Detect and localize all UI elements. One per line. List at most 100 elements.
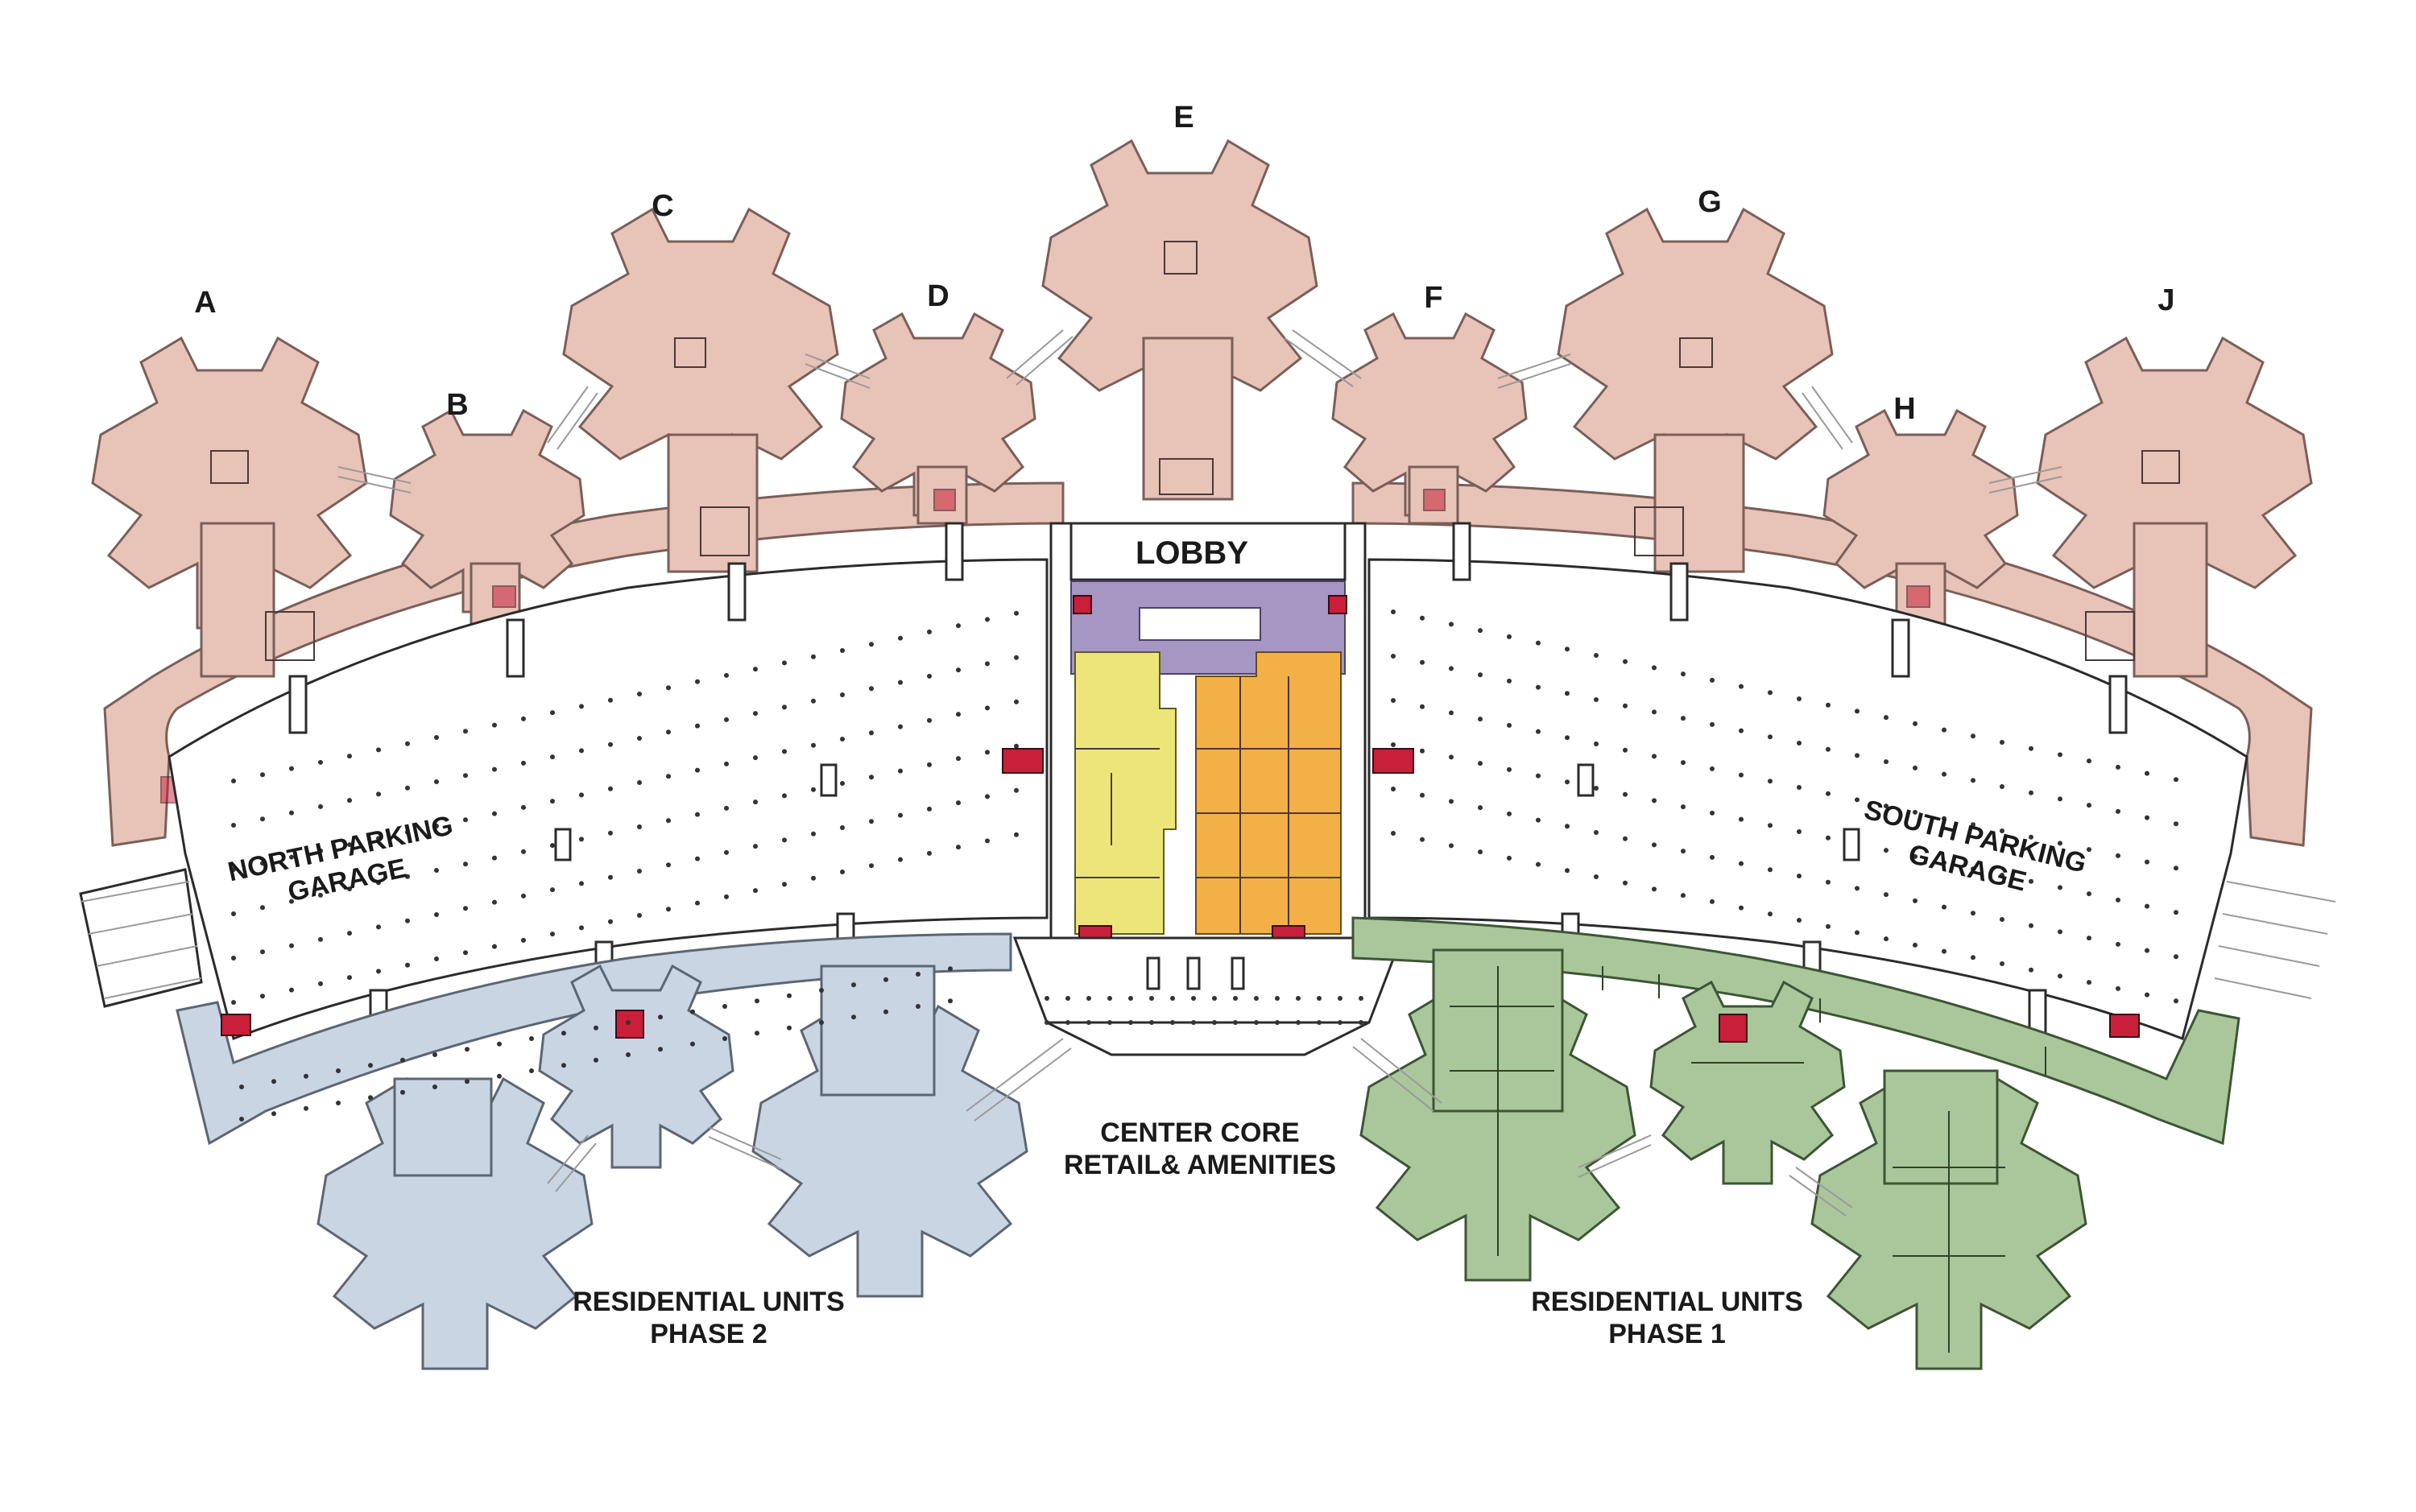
column-dot [1045, 1020, 1049, 1025]
column-dot [231, 779, 236, 783]
column-dot [1855, 708, 1860, 714]
column-dot [2174, 777, 2178, 783]
column-dot [1797, 785, 1802, 790]
column-dot [1449, 666, 1454, 671]
wing-f [1331, 312, 1528, 525]
column-dot [637, 869, 642, 874]
phase2-label-line2: PHASE 2 [650, 1319, 767, 1349]
column-dot [2058, 929, 2062, 935]
column-dot [898, 812, 903, 818]
column-dot [434, 956, 439, 961]
column-dot [811, 875, 816, 881]
column-dot [724, 805, 729, 811]
column-dot [400, 1089, 405, 1095]
column-dot [1086, 996, 1091, 1001]
column-dot [1275, 1020, 1280, 1025]
column-dot [956, 800, 961, 806]
column-dot [2087, 847, 2091, 853]
column-dot [956, 667, 961, 673]
column-dot [1045, 996, 1049, 1001]
column-dot [1086, 1020, 1091, 1025]
column-dot [2029, 967, 2033, 973]
column-dot [782, 837, 787, 843]
south-garage-columns [1391, 609, 2178, 1004]
column-dot [1391, 654, 1396, 659]
column-dot [1565, 735, 1570, 741]
column-dot [1971, 866, 1975, 872]
column-dot [432, 1084, 437, 1089]
column-dot [1971, 778, 1975, 783]
column-dot [1826, 923, 1831, 929]
column-dot [753, 799, 758, 805]
column-dot [869, 819, 874, 824]
column-dot [2000, 873, 2004, 878]
column-dot [724, 761, 729, 766]
column-dot [840, 870, 845, 874]
column-dot [956, 845, 961, 850]
column-dot [405, 829, 410, 835]
column-dot [1797, 874, 1802, 878]
column-dot [463, 861, 468, 867]
column-dot [985, 794, 990, 799]
column-dot [1594, 697, 1599, 702]
column-dot [1254, 1020, 1259, 1025]
column-dot [1913, 853, 1917, 859]
column-dot [916, 972, 920, 977]
column-dot [1594, 653, 1599, 658]
column-dot [231, 823, 236, 828]
center-core-label-line1: CENTER CORE [1100, 1117, 1299, 1148]
column-dot [1710, 854, 1715, 860]
column-dot [1768, 779, 1773, 784]
column-dot [1652, 886, 1657, 892]
column-dot [1212, 1020, 1217, 1025]
wing-c [562, 208, 839, 573]
column-dot [347, 842, 352, 848]
column-dot [521, 849, 526, 854]
column-dot [1797, 696, 1802, 701]
column-dot [492, 855, 497, 861]
wing-labels: A B C D E F G H J [194, 101, 2174, 426]
phase1-corridor [1351, 916, 2240, 1146]
column-dot [840, 737, 845, 742]
column-dot [529, 1068, 534, 1073]
column-dot [637, 736, 642, 741]
column-dot [782, 749, 787, 754]
column-dot [347, 798, 352, 804]
column-dot [231, 956, 236, 960]
column-dot [840, 692, 845, 697]
column-dot [948, 998, 953, 1004]
column-dot [318, 981, 323, 986]
column-dot [463, 906, 468, 911]
column-dot [1594, 830, 1599, 835]
column-dot [497, 1073, 502, 1079]
column-dot [1971, 911, 1975, 916]
column-dot [1971, 733, 1975, 739]
column-dot [1623, 880, 1628, 886]
column-dot [1681, 716, 1686, 721]
column-dot [869, 686, 874, 692]
column-dot [869, 775, 874, 780]
column-dot [2000, 917, 2004, 922]
column-dot [231, 1000, 236, 1005]
wing-label-e: E [1173, 101, 1194, 134]
column-dot [1913, 765, 1917, 770]
column-dot [840, 648, 845, 653]
retail-orange-zone [1195, 651, 1342, 935]
column-dot [1014, 699, 1019, 704]
column-dot [1652, 798, 1657, 804]
column-dot [985, 838, 990, 844]
column-dot [1449, 622, 1454, 627]
retail-room-divisions [1075, 676, 1341, 934]
column-dot [755, 998, 759, 1004]
column-dot [811, 698, 816, 704]
column-dot [1739, 905, 1744, 911]
column-dot [753, 844, 758, 849]
column-dot [1107, 996, 1112, 1001]
column-dot [637, 780, 642, 785]
column-dot [1884, 848, 1889, 853]
column-dot [985, 661, 990, 667]
column-dot [550, 843, 555, 849]
column-dot [927, 717, 932, 723]
column-dot [550, 932, 555, 937]
column-dot [1014, 655, 1019, 660]
